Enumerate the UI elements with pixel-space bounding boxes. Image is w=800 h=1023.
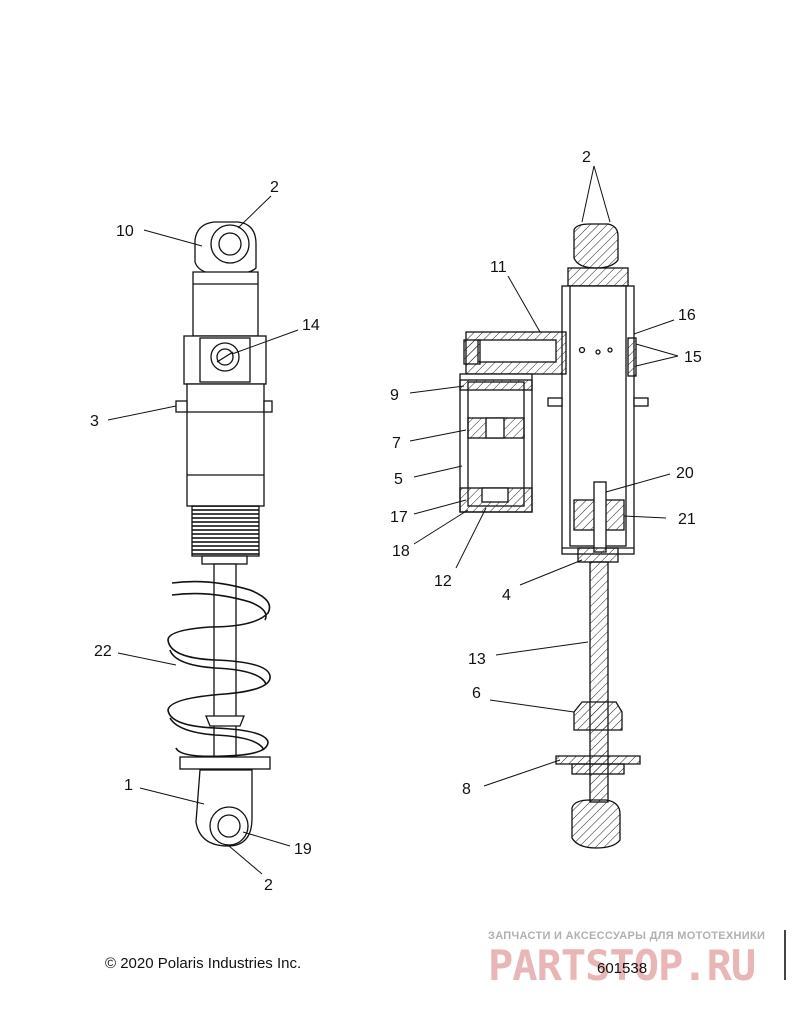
top-cap bbox=[192, 271, 259, 337]
callout-16: 16 bbox=[678, 307, 696, 324]
bump-stop bbox=[205, 715, 245, 727]
watermark-brand: PARTSTOP.RU bbox=[488, 941, 756, 990]
callout-9: 9 bbox=[390, 387, 399, 404]
cutaway-shock bbox=[459, 223, 649, 849]
seal-head bbox=[577, 547, 619, 563]
callout-14: 14 bbox=[302, 317, 320, 334]
watermark-divider bbox=[784, 930, 786, 980]
cutaway-top-eye bbox=[573, 223, 619, 269]
callout-20: 20 bbox=[676, 465, 694, 482]
coil-spring bbox=[167, 580, 271, 758]
reservoir-adjuster bbox=[463, 339, 481, 365]
leader-lines bbox=[107, 165, 679, 875]
callout-13: 13 bbox=[468, 651, 486, 668]
callout-18: 18 bbox=[392, 543, 410, 560]
callout-11: 11 bbox=[490, 259, 507, 276]
threaded-section bbox=[191, 505, 260, 557]
callout-3: 3 bbox=[90, 413, 99, 430]
callout-2: 2 bbox=[270, 179, 279, 196]
shaft bbox=[213, 563, 237, 765]
callout-2: 2 bbox=[264, 877, 273, 894]
assembled-shock bbox=[167, 221, 273, 847]
callout-21: 21 bbox=[678, 511, 696, 528]
callout-7: 7 bbox=[392, 435, 401, 452]
cutaway-bump-stop bbox=[573, 701, 623, 731]
callout-15: 15 bbox=[684, 349, 702, 366]
part-number: 601538 bbox=[597, 960, 648, 977]
callout-2: 2 bbox=[582, 149, 591, 166]
callout-17: 17 bbox=[390, 509, 408, 526]
copyright-text: © 2020 Polaris Industries Inc. bbox=[105, 955, 302, 972]
body-pin bbox=[175, 400, 188, 413]
callout-19: 19 bbox=[294, 841, 312, 858]
shock-body bbox=[186, 383, 265, 507]
valve-port bbox=[627, 337, 637, 377]
callout-10: 10 bbox=[116, 223, 134, 240]
callout-22: 22 bbox=[94, 643, 112, 660]
bottom-spring-seat bbox=[179, 756, 271, 770]
callout-5: 5 bbox=[394, 471, 403, 488]
callouts: 2 10 14 3 22 1 19 2 2 11 16 15 9 7 5 20 … bbox=[90, 149, 702, 894]
callout-12: 12 bbox=[434, 573, 452, 590]
callout-4: 4 bbox=[502, 587, 511, 604]
callout-8: 8 bbox=[462, 781, 471, 798]
cutaway-top-cap bbox=[567, 267, 629, 287]
reservoir-cap bbox=[459, 379, 533, 391]
cutaway-spring-seat bbox=[555, 755, 641, 765]
watermark-subtitle: ЗАПЧАСТИ И АКСЕССУАРЫ ДЛЯ МОТОТЕХНИКИ bbox=[488, 930, 766, 942]
callout-1: 1 bbox=[124, 777, 133, 794]
callout-6: 6 bbox=[472, 685, 481, 702]
cutaway-bottom-eye bbox=[571, 799, 621, 849]
